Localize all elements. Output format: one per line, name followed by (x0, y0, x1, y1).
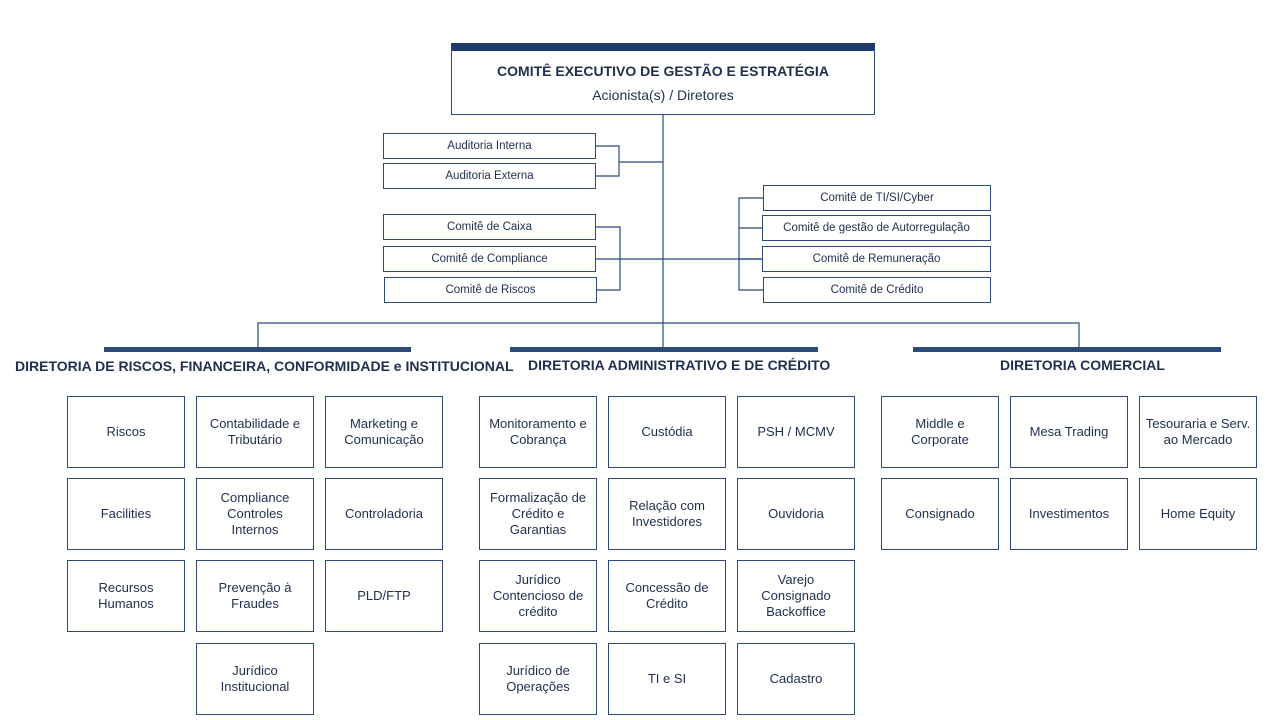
left-committee-bracket (596, 226, 621, 291)
directorate-comercial-title: DIRETORIA COMERCIAL (1000, 357, 1165, 373)
directorate-comercial-bar (913, 347, 1221, 352)
unit-tile: PLD/FTP (325, 560, 443, 632)
unit-tile: TI e SI (608, 643, 726, 715)
executive-committee-subtitle: Acionista(s) / Diretores (592, 87, 734, 103)
right-committee-bracket (738, 197, 763, 291)
committee-autorregulacao: Comitê de gestão de Autorregulação (762, 215, 991, 241)
directorate-connector (257, 322, 1080, 347)
committee-riscos: Comitê de Riscos (384, 277, 597, 303)
unit-tile: Riscos (67, 396, 185, 468)
executive-committee-box: COMITÊ EXECUTIVO DE GESTÃO E ESTRATÉGIA … (451, 43, 875, 115)
unit-tile: Ouvidoria (737, 478, 855, 550)
executive-committee-title: COMITÊ EXECUTIVO DE GESTÃO E ESTRATÉGIA (497, 63, 829, 79)
unit-tile: Tesouraria e Serv.ao Mercado (1139, 396, 1257, 468)
unit-tile: Controladoria (325, 478, 443, 550)
unit-tile: Home Equity (1139, 478, 1257, 550)
committee-remuneracao: Comitê de Remuneração (762, 246, 991, 272)
committee-credito: Comitê de Crédito (763, 277, 991, 303)
committee-auditoria-externa: Auditoria Externa (383, 163, 596, 189)
unit-tile: Consignado (881, 478, 999, 550)
unit-tile: Mesa Trading (1010, 396, 1128, 468)
committee-compliance: Comitê de Compliance (383, 246, 596, 272)
unit-tile: Facilities (67, 478, 185, 550)
unit-tile: PSH / MCMV (737, 396, 855, 468)
audit-bracket (596, 145, 663, 177)
directorate-admin-bar (510, 347, 818, 352)
committee-ti-si-cyber: Comitê de TI/SI/Cyber (763, 185, 991, 211)
unit-tile: Cadastro (737, 643, 855, 715)
directorate-riscos-bar (104, 347, 411, 352)
directorate-riscos-title: DIRETORIA DE RISCOS, FINANCEIRA, CONFORM… (15, 358, 514, 374)
committee-caixa: Comitê de Caixa (383, 214, 596, 240)
unit-tile: Investimentos (1010, 478, 1128, 550)
committee-auditoria-interna: Auditoria Interna (383, 133, 596, 159)
unit-tile: Custódia (608, 396, 726, 468)
directorate-admin-title: DIRETORIA ADMINISTRATIVO E DE CRÉDITO (528, 357, 831, 373)
